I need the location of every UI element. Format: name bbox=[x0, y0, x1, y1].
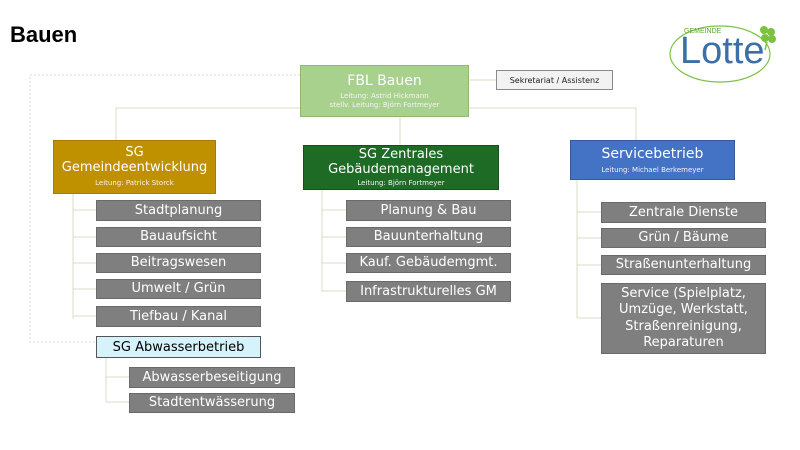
service-multi-line1: Service (Spielplatz, bbox=[621, 286, 746, 301]
sekretariat-box[interactable]: Sekretariat / Assistenz bbox=[496, 70, 613, 90]
sg-abwasserbetrieb-box[interactable]: SG Abwasserbetrieb bbox=[96, 336, 261, 358]
item-planung-bau[interactable]: Planung & Bau bbox=[346, 200, 511, 221]
service-multi-line2: Umzüge, Werkstatt, bbox=[619, 302, 748, 318]
item-zentrale-dienste[interactable]: Zentrale Dienste bbox=[601, 202, 766, 223]
servicebetrieb-name: Servicebetrieb bbox=[601, 145, 704, 162]
fbl-bauen-name: FBL Bauen bbox=[347, 72, 422, 89]
sg-gebaeude-name-line2: Gebäudemanagement bbox=[328, 161, 474, 177]
item-abwasserbeseitigung[interactable]: Abwasserbeseitigung bbox=[129, 367, 295, 388]
item-beitragswesen[interactable]: Beitragswesen bbox=[96, 253, 261, 273]
sg-gemeinde-lead: Leitung: Patrick Storck bbox=[95, 179, 174, 188]
sg-gemeinde-name-line1: SG bbox=[125, 145, 144, 161]
item-gruen-baeume[interactable]: Grün / Bäume bbox=[601, 228, 766, 248]
sg-gemeinde-name-line2: Gemeindeentwicklung bbox=[61, 160, 208, 176]
fbl-lead: Leitung: Astrid Hickmann bbox=[340, 91, 429, 100]
item-bauunterhaltung[interactable]: Bauunterhaltung bbox=[346, 227, 511, 247]
sg-gebaeudemanagement-box[interactable]: SG Zentrales Gebäudemanagement Leitung: … bbox=[303, 145, 499, 190]
item-strassenunterhaltung[interactable]: Straßenunterhaltung bbox=[601, 255, 766, 275]
service-multi-line4: Reparaturen bbox=[643, 334, 724, 350]
item-stadtentwaesserung[interactable]: Stadtentwässerung bbox=[129, 393, 295, 413]
page-title: Bauen bbox=[10, 22, 78, 47]
service-multi-line3: Straßenreinigung, bbox=[625, 318, 742, 334]
item-kauf-gebaeudemgmt[interactable]: Kauf. Gebäudemgmt. bbox=[346, 253, 511, 273]
logo: GEMEINDE Lotte bbox=[668, 22, 778, 84]
item-tiefbau-kanal[interactable]: Tiefbau / Kanal bbox=[96, 306, 261, 327]
item-bauaufsicht[interactable]: Bauaufsicht bbox=[96, 227, 261, 247]
servicebetrieb-lead: Leitung: Michael Berkemeyer bbox=[601, 165, 704, 174]
item-stadtplanung[interactable]: Stadtplanung bbox=[96, 200, 261, 221]
sg-gebaeude-name-line1: SG Zentrales bbox=[358, 146, 444, 162]
sg-gemeindeentwicklung-box[interactable]: SG Gemeindeentwicklung Leitung: Patrick … bbox=[53, 140, 216, 194]
logo-small-text: GEMEINDE bbox=[684, 28, 722, 35]
item-infrastrukturelles-gm[interactable]: Infrastrukturelles GM bbox=[346, 281, 511, 302]
lotte-logo-icon bbox=[669, 25, 776, 83]
item-umwelt-gruen[interactable]: Umwelt / Grün bbox=[96, 279, 261, 299]
sg-gebaeude-lead: Leitung: Björn Fortmeyer bbox=[357, 178, 445, 187]
fbl-deputy-lead: stellv. Leitung: Björn Fortmeyer bbox=[329, 101, 440, 110]
servicebetrieb-box[interactable]: Servicebetrieb Leitung: Michael Berkemey… bbox=[570, 140, 735, 180]
fbl-bauen-box[interactable]: FBL Bauen Leitung: Astrid Hickmann stell… bbox=[300, 65, 469, 117]
logo-text: Lotte bbox=[680, 30, 765, 72]
item-service-multi[interactable]: Service (Spielplatz, Umzüge, Werkstatt, … bbox=[601, 283, 766, 354]
